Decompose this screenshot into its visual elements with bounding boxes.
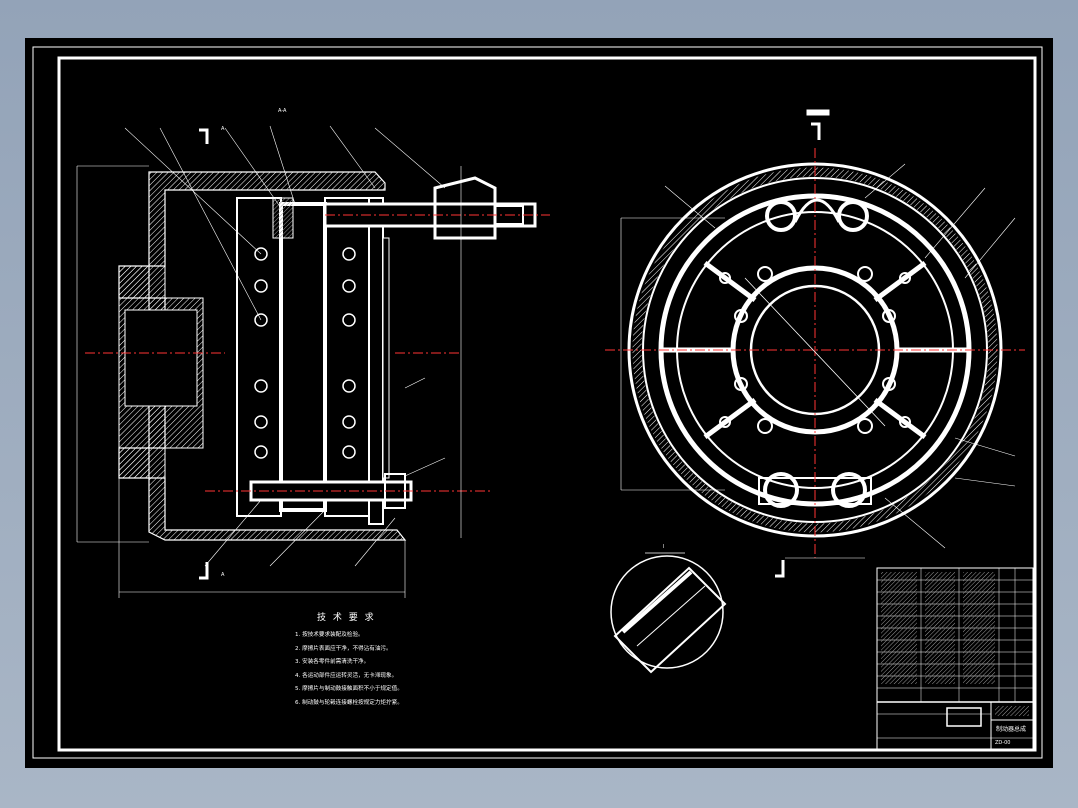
technical-requirements-title: 技 术 要 求 (317, 613, 376, 623)
detail-label: I (663, 544, 665, 550)
inner-frame (57, 56, 1037, 752)
requirement-item: 5. 摩擦片与制动鼓接触面积不小于规定值。 (295, 686, 403, 693)
cad-drawing (32, 46, 1043, 759)
section-label: A-A (278, 108, 287, 114)
detail-view (610, 552, 727, 674)
requirement-item: 2. 摩擦片表面应干净，不得沾有油污。 (295, 645, 392, 652)
drawing-name: 制动器总成 (996, 726, 1027, 733)
requirement-item: 1. 按技术要求装配及检验。 (295, 632, 364, 638)
drawing-number: ZD-00 (995, 740, 1011, 746)
front-view (605, 109, 1025, 578)
backing-plate (368, 197, 384, 525)
drawing-sheet: 技 术 要 求 1. 按技术要求装配及检验。 2. 摩擦片表面应干净，不得沾有油… (25, 38, 1053, 768)
technical-requirements: 技 术 要 求 1. 按技术要求装配及检验。 2. 摩擦片表面应干净，不得沾有油… (295, 610, 555, 711)
outer-frame (32, 46, 1043, 759)
brake-shoe-right (324, 197, 370, 517)
section-view (76, 125, 550, 598)
section-mark-bottom: A (221, 572, 225, 578)
section-mark-top: A (221, 126, 225, 132)
requirement-item: 3. 安装各零件前需清洗干净。 (295, 659, 370, 666)
title-block (876, 567, 1034, 751)
requirement-item: 4. 各运动部件应运转灵活，无卡滞现象。 (295, 672, 398, 679)
brake-shoe-left (236, 197, 282, 517)
requirement-item: 6. 制动鼓与轮毂连接螺栓按规定力矩拧紧。 (295, 699, 403, 706)
